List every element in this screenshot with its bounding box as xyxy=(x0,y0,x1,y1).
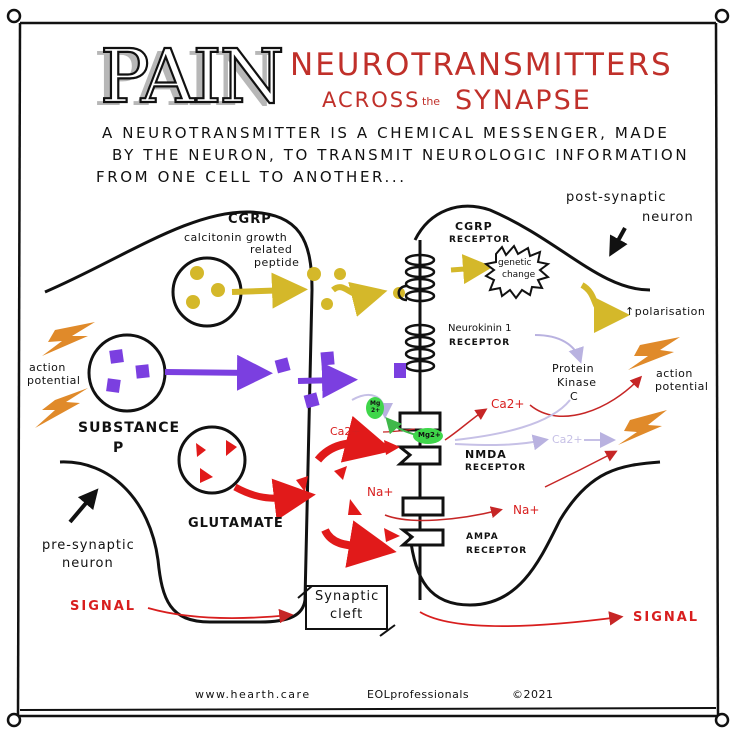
glutamate-ampa-arrow xyxy=(321,520,397,568)
cgrp-release-arrow xyxy=(231,272,308,309)
cgrp-molecules xyxy=(186,266,405,310)
genetic-change-label-1: genetic xyxy=(498,258,532,268)
title-synapse: SYNAPSE xyxy=(455,85,592,116)
glutamate-vesicle xyxy=(177,425,247,495)
genetic-change-burst xyxy=(483,244,551,300)
pkc-arrow xyxy=(534,334,584,364)
na-ion-left: Na+ xyxy=(367,485,394,499)
cgrp-subtitle-2: related xyxy=(250,243,293,256)
ampa-receptor xyxy=(398,496,445,547)
cgrp-signal-arrow xyxy=(450,254,493,285)
nk1-receptor-label-2: RECEPTOR xyxy=(449,338,511,348)
title-across: ACROSS xyxy=(322,88,421,112)
title-the: the xyxy=(422,95,441,108)
mg-free-label-1: Mg xyxy=(370,400,381,407)
lightning-icon xyxy=(35,322,680,445)
polarisation-label: ↑polarisation xyxy=(625,305,706,318)
ca-to-action-potential-arrow xyxy=(529,375,643,417)
substance-p-label-2: P xyxy=(113,440,125,456)
title-neurotransmitters: NEUROTRANSMITTERS xyxy=(290,47,673,83)
footer-website: www.hearth.care xyxy=(195,688,311,701)
mg-free-label-2: 2+ xyxy=(371,407,381,414)
presynaptic-label-2: neuron xyxy=(62,556,114,571)
na-to-action-potential-arrow xyxy=(544,450,618,488)
signal-label-left: SIGNAL xyxy=(70,599,137,614)
glutamate-label: GLUTAMATE xyxy=(188,516,284,531)
cgrp-vesicle xyxy=(171,256,243,328)
cgrp-receptor-label-2: RECEPTOR xyxy=(449,235,511,245)
action-potential-left-1: action xyxy=(29,361,66,374)
action-potential-right-1: action xyxy=(656,367,693,380)
presynaptic-label-1: pre-synaptic xyxy=(42,538,135,553)
ca-ion-right: Ca2+ xyxy=(491,397,525,411)
nmda-receptor-label-1: NMDA xyxy=(465,448,507,461)
cgrp-receptor-cup xyxy=(397,284,408,302)
substance-p-label-1: SUBSTANCE xyxy=(78,420,181,436)
action-potential-right-2: potential xyxy=(655,380,709,393)
nmda-receptor-label-2: RECEPTOR xyxy=(465,463,527,473)
footer-copyright: ©2021 xyxy=(512,688,554,701)
substance-p-diffuse-arrow xyxy=(297,362,358,399)
mg-ion-free xyxy=(366,397,384,419)
mg-ion-bound xyxy=(413,428,443,444)
ampa-receptor-label-1: AMPA xyxy=(466,532,499,542)
mg-loop-arrow xyxy=(351,394,393,419)
cgrp-receptor xyxy=(404,253,436,303)
ca-red-arrow xyxy=(444,408,488,441)
intro-line-1: A NEUROTRANSMITTER IS A CHEMICAL MESSENG… xyxy=(102,124,670,142)
glutamate-release-arrow xyxy=(233,478,316,521)
postsynaptic-membrane-lower xyxy=(408,460,661,607)
presynaptic-pointer-arrow xyxy=(68,488,99,524)
na-flow-arrow xyxy=(384,506,503,522)
postsynaptic-pointer-arrow xyxy=(609,227,628,257)
action-potential-left-2: potential xyxy=(27,374,81,387)
postsynaptic-label-1: post-synaptic xyxy=(566,190,667,205)
synaptic-cleft-box xyxy=(305,585,388,630)
ca-faded-arrow xyxy=(454,434,549,451)
intro-line-2: BY THE NEURON, TO TRANSMIT NEUROLOGIC IN… xyxy=(112,146,690,164)
ca-ion-left: Ca2+ xyxy=(330,425,361,438)
polarisation-arrow xyxy=(580,282,630,333)
substance-p-molecules xyxy=(106,349,406,409)
synaptic-cleft-label-1: Synaptic xyxy=(315,589,380,604)
title-pain: PAIN xyxy=(99,34,286,120)
cgrp-diffuse-arrow xyxy=(331,281,388,317)
protein-kinase-label-2: Kinase xyxy=(557,376,597,389)
postsynaptic-label-2: neuron xyxy=(642,210,694,225)
signal-arrow-right xyxy=(419,611,624,628)
genetic-change-label-2: change xyxy=(502,270,536,280)
na-ion-right: Na+ xyxy=(513,503,540,517)
cleft-box-tick-bottom xyxy=(379,624,396,637)
footer-rule xyxy=(19,707,717,711)
intro-line-3: FROM ONE CELL TO ANOTHER... xyxy=(96,168,407,186)
footer-org: EOLprofessionals xyxy=(367,688,470,701)
signal-arrow-left xyxy=(147,607,294,624)
synaptic-cleft-label-2: cleft xyxy=(330,607,364,622)
protein-kinase-label-3: C xyxy=(570,390,579,403)
substance-p-release-arrow xyxy=(164,354,273,391)
pkc-to-nmda-arrow xyxy=(454,399,571,441)
cgrp-receptor-label-1: CGRP xyxy=(455,220,493,233)
postsynaptic-membrane xyxy=(413,204,651,292)
glutamate-nmda-arrow xyxy=(314,415,394,463)
cgrp-subtitle-3: peptide xyxy=(254,256,300,269)
cgrp-subtitle-1: calcitonin growth xyxy=(184,231,288,244)
ca-ion-faded: Ca2+ xyxy=(552,433,583,446)
page-frame xyxy=(6,8,730,728)
substance-p-vesicle xyxy=(87,333,167,413)
protein-kinase-label-1: Protein xyxy=(552,362,595,375)
mg-bound-label: Mg2+ xyxy=(418,431,441,439)
ampa-receptor-label-2: RECEPTOR xyxy=(466,546,528,556)
nk1-receptor-label-1: Neurokinin 1 xyxy=(448,323,512,334)
nmda-receptor xyxy=(395,411,442,466)
cgrp-label: CGRP xyxy=(228,212,272,227)
presynaptic-membrane xyxy=(44,210,314,624)
signal-label-right: SIGNAL xyxy=(633,610,700,625)
